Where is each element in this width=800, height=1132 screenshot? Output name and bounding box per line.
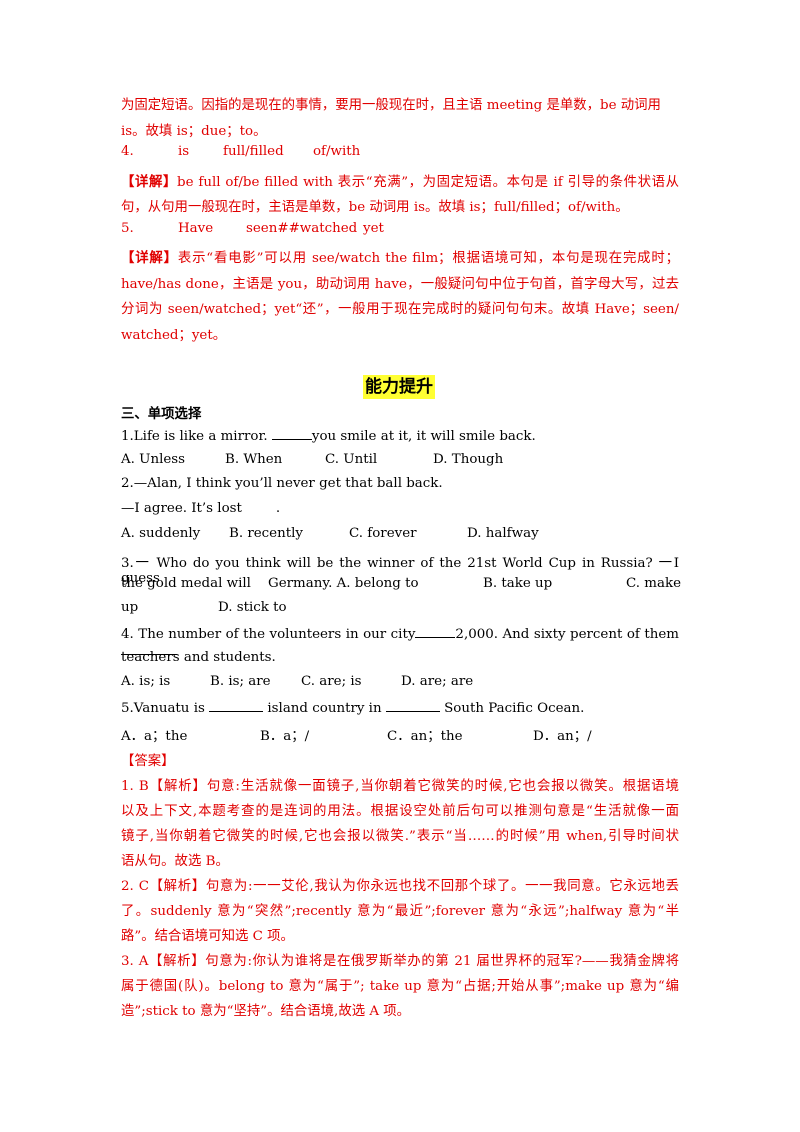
explanation-1: 1. B【解析】句意:生活就像一面镜子,当你朝着它微笑的时候,它也会报以微笑。根… <box>121 779 679 794</box>
question-text: 2,000. And sixty percent of them <box>455 627 679 642</box>
option-c: C. are; is <box>301 674 362 689</box>
option-a: A. suddenly <box>121 526 201 541</box>
option-d: D. halfway <box>467 526 539 541</box>
question-2: 2.—Alan, I think you’ll never get that b… <box>121 476 443 491</box>
question-4: 4. The number of the volunteers in our c… <box>121 625 679 659</box>
detail-tag: 【详解】 <box>121 174 177 190</box>
question-text: . <box>275 501 281 516</box>
answer-word: is <box>178 144 190 159</box>
detail-5-line: 分词为 seen/watched；yet“还”，一般用于现在完成时的疑问句句末。… <box>121 302 679 317</box>
blank-line <box>271 427 312 440</box>
section-heading: 能力提升 <box>363 375 435 399</box>
option-a: A. Unless <box>121 452 186 467</box>
question-1: 1.Life is like a mirror. you smile at it… <box>121 427 536 444</box>
option-b: B. When <box>225 452 283 467</box>
detail-text: 表示“看电影”可以用 see/watch the film；根据语境可知，本句是… <box>177 251 679 266</box>
option-d: D. stick to <box>218 600 287 615</box>
explanation-1: 以及上下文,本题考查的是连词的用法。根据设空处前后句可以推测句意是“生活就像一面 <box>121 804 679 819</box>
question-4-line2: teachers and students. <box>121 650 276 665</box>
option-c: C. make <box>626 576 682 591</box>
answer-number: 4. <box>121 144 134 159</box>
detail-5-line: have/has done，主语是 you，助动词用 have，一般疑问句中位于… <box>121 277 679 292</box>
question-text: island country in <box>267 701 382 716</box>
answer-word: yet <box>363 221 384 236</box>
question-text: 1.Life is like a mirror. <box>121 429 268 444</box>
blank-line <box>209 699 264 712</box>
option-d: D．an；/ <box>533 729 592 744</box>
detail-tag: 【详解】 <box>121 250 178 266</box>
question-text: South Pacific Ocean. <box>444 701 585 716</box>
option-d: D. are; are <box>401 674 474 689</box>
section-title: 三、单项选择 <box>121 407 202 422</box>
option-a: A．a；the <box>121 729 188 744</box>
question-2-line2: —I agree. It’s lost. <box>121 501 280 516</box>
blank-line <box>121 642 177 655</box>
detail-text: be full of/be filled with 表示“充满”，为固定短语。本… <box>177 175 679 190</box>
explanation-2: 2. C【解析】句意为:一一艾伦,我认为你永远也找不回那个球了。一一我同意。它永… <box>121 879 679 894</box>
answer-text-line: is。故填 is；due；to。 <box>121 124 267 139</box>
question-text: the gold medal will <box>121 576 251 591</box>
explanation-2: 了。suddenly 意为“突然”;recently 意为“最近”;foreve… <box>121 904 679 919</box>
explanation-3: 属于德国(队)。belong to 意为“属于”; take up 意为“占据;… <box>121 979 679 994</box>
answer-word: seen##watched <box>246 221 358 236</box>
explanation-3: 3. A【解析】句意为:你认为谁将是在俄罗斯举办的第 21 届世界杯的冠军?——… <box>121 954 679 969</box>
question-text: 5.Vanuatu is <box>121 701 205 716</box>
blank-line <box>415 625 456 638</box>
answer-number: 5. <box>121 221 134 236</box>
answer-text-line: 为固定短语。因指的是现在的事情，要用一般现在时，且主语 meeting 是单数，… <box>121 98 661 113</box>
option-c: C. forever <box>349 526 417 541</box>
explanation-2: 路”。结合语境可知选 C 项。 <box>121 929 294 944</box>
question-text: Germany. A. belong to <box>268 576 419 591</box>
option-c: C. Until <box>325 452 378 467</box>
option-b: B. take up <box>483 576 553 591</box>
detail-4-line: 句，从句用一般现在时，主语是单数，be 动词用 is。故填 is；full/fi… <box>121 200 629 215</box>
blank-line <box>385 699 440 712</box>
option-b: B. is; are <box>210 674 271 689</box>
question-text: 4. The number of the volunteers in our c… <box>121 627 416 642</box>
question-text: up <box>121 600 139 615</box>
option-a: A. is; is <box>121 674 171 689</box>
question-text: you smile at it, it will smile back. <box>311 429 536 444</box>
question-5: 5.Vanuatu is island country in South Pac… <box>121 699 584 716</box>
explanation-1: 语从句。故选 B。 <box>121 854 229 869</box>
answer-label: 【答案】 <box>121 754 175 769</box>
option-d: D. Though <box>433 452 504 467</box>
option-c: C．an；the <box>387 729 463 744</box>
detail-4-line: 【详解】be full of/be filled with 表示“充满”，为固定… <box>121 170 679 190</box>
explanation-1: 镜子,当你朝着它微笑的时候,它也会报以微笑.”表示“当……的时候”用 when,… <box>121 829 679 844</box>
answer-word: of/with <box>313 144 361 159</box>
question-3: 3.一 Who do you think will be the winner … <box>121 556 679 586</box>
question-text: —I agree. It’s lost <box>121 501 242 516</box>
answer-word: full/filled <box>223 144 284 159</box>
option-b: B. recently <box>229 526 303 541</box>
option-b: B．a；/ <box>260 729 310 744</box>
detail-5-line: 【详解】表示“看电影”可以用 see/watch the film；根据语境可知… <box>121 246 679 266</box>
answer-word: Have <box>178 221 214 236</box>
explanation-3: 造”;stick to 意为“坚持”。结合语境,故选 A 项。 <box>121 1004 411 1019</box>
detail-5-line: watched；yet。 <box>121 328 227 343</box>
